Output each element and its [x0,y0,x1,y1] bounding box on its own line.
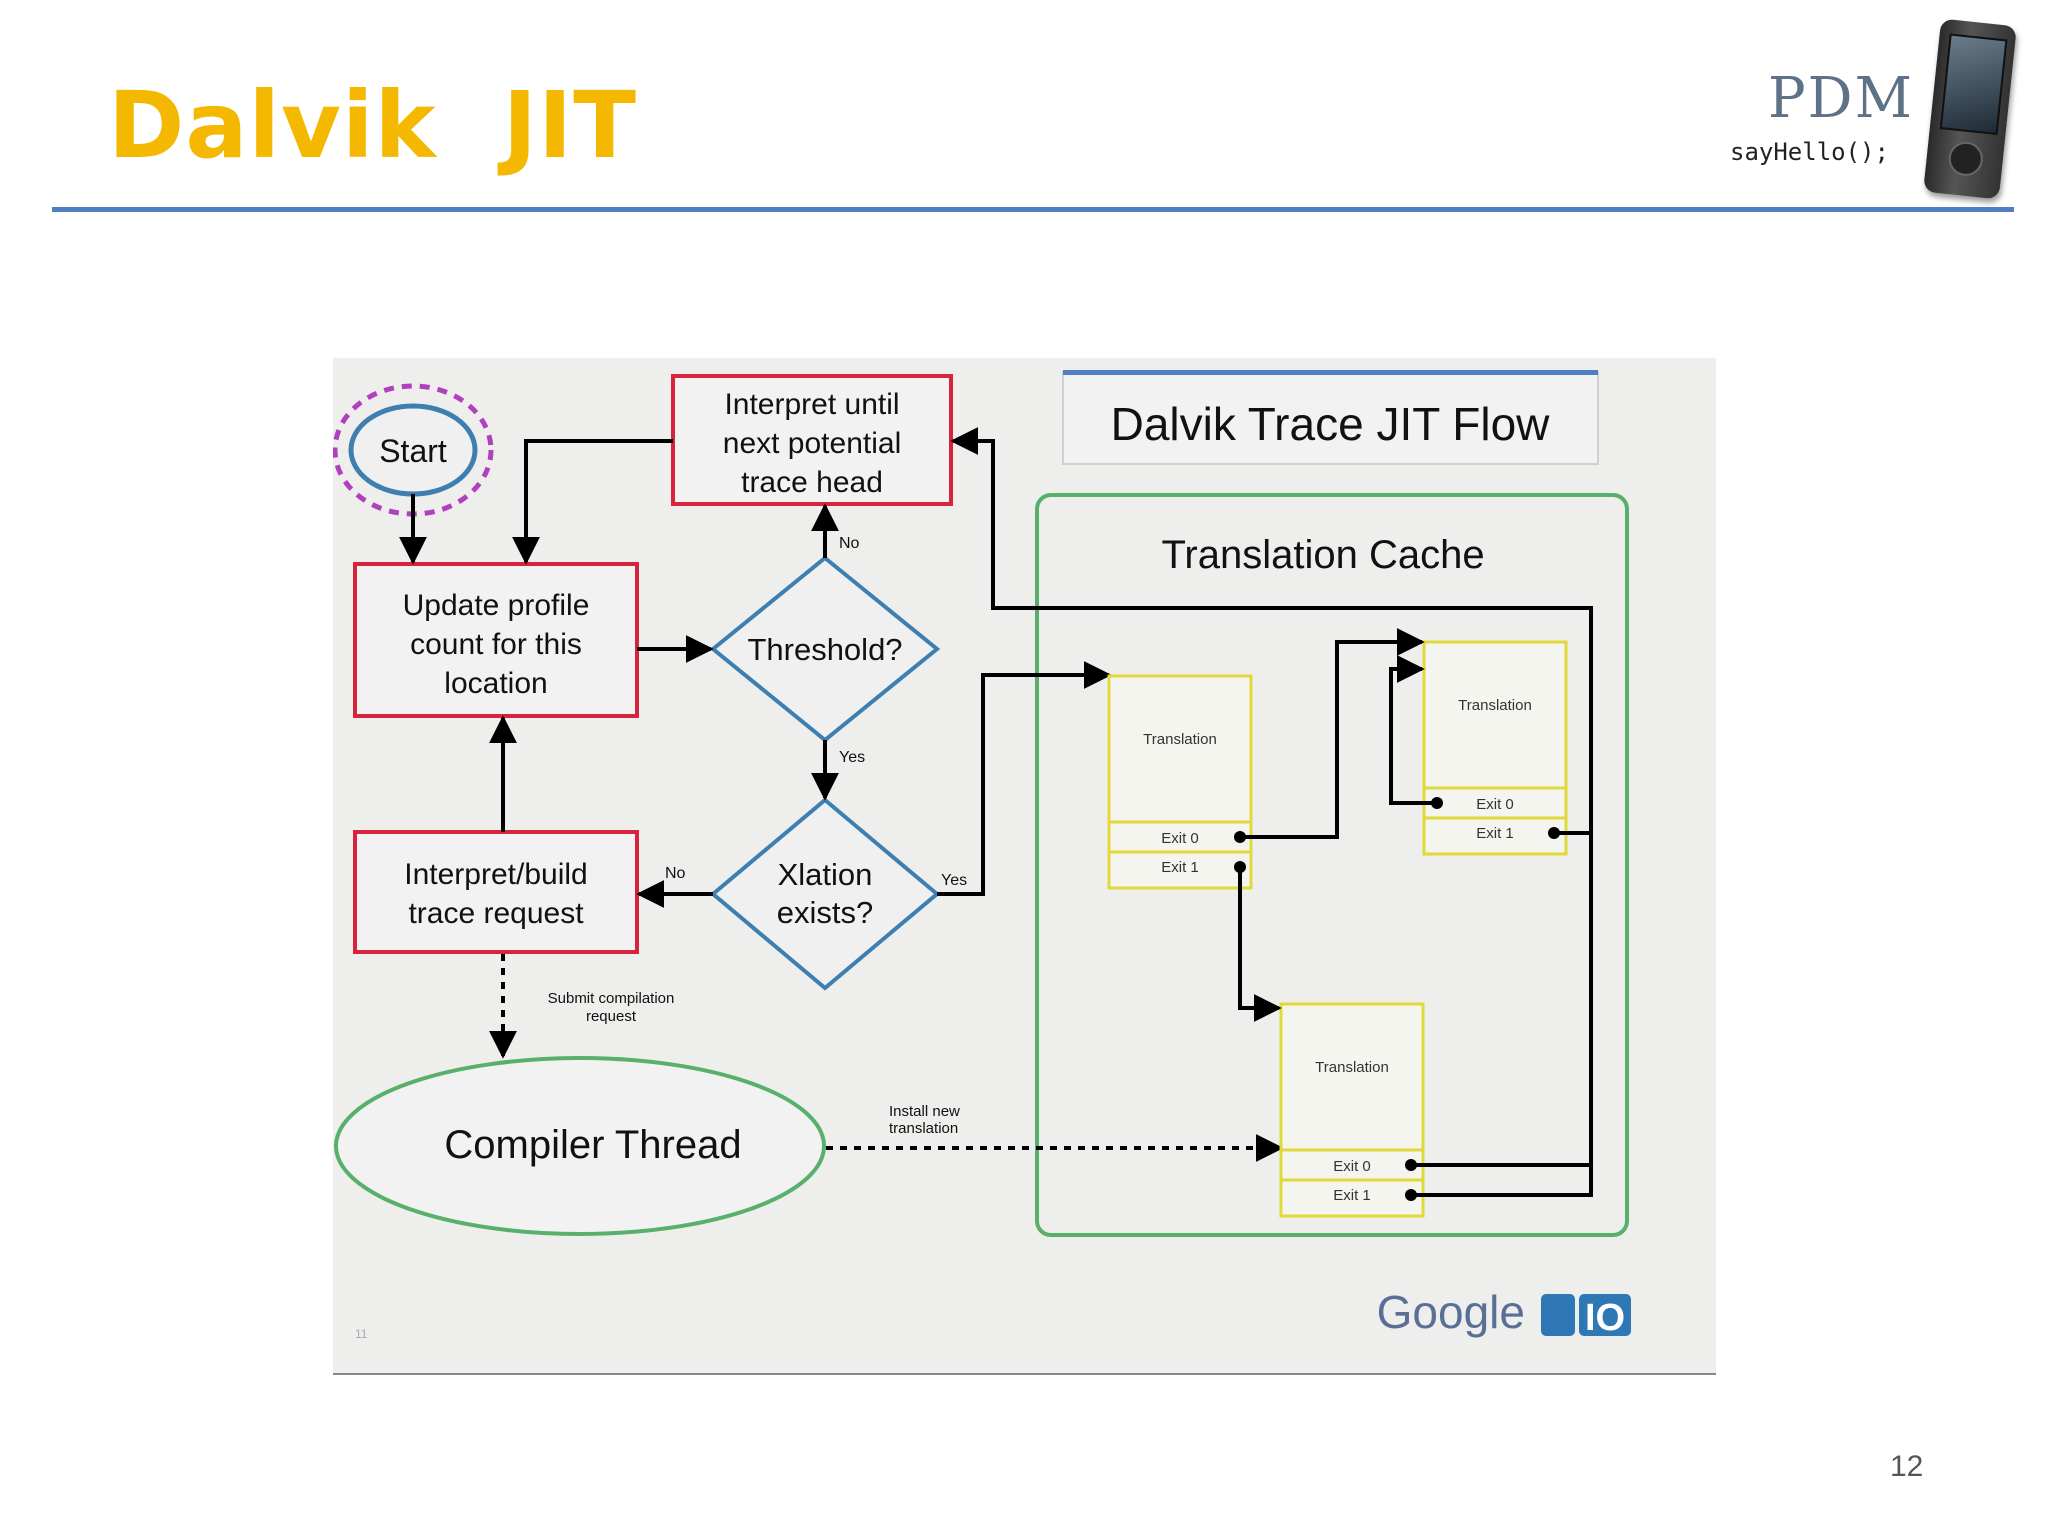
logo-brand: PDM [1768,66,1914,131]
translation-block-a [1107,674,1253,890]
wire-b-exit1-to-interpreter [950,427,1593,835]
edge-label-yes-threshold: Yes [839,749,865,766]
corner-mark: 11 [355,1327,368,1341]
submit-request-line2: request [586,1008,637,1025]
logo-tagline: sayHello(); [1730,138,1889,166]
jit-flow-diagram: Dalvik Trace JIT Flow Translation Cache … [332,370,1631,1341]
translation-c-exit0: Exit 0 [1333,1158,1371,1175]
diagram-title: Dalvik Trace JIT Flow [1111,398,1551,450]
slide-title: Dalvik JIT [108,72,637,179]
interpret-until-line2: next potential [723,427,901,460]
submit-request-line1: Submit compilation [548,990,675,1007]
translation-b-exit0: Exit 0 [1476,796,1514,813]
interpret-until-line3: trace head [741,466,883,499]
phone-screen [1939,33,2008,136]
translation-block-b [1422,640,1568,856]
diagram-title-bar [1063,370,1598,375]
update-profile-line2: count for this [410,628,582,661]
update-profile-line3: location [444,667,547,700]
install-translation-line1: Install new [889,1103,960,1120]
translation-cache-label: Translation Cache [1161,533,1484,577]
interpret-build-line2: trace request [408,897,584,930]
interpret-build-box [353,830,639,954]
translation-block-c [1279,1002,1425,1218]
footer-io-text: IO [1585,1297,1625,1339]
translation-a-exit1: Exit 1 [1161,859,1199,876]
footer-google-logo: Google [1377,1286,1525,1338]
interpret-build-line1: Interpret/build [404,858,587,891]
footer-io-badge [1579,1294,1631,1336]
translation-b-label: Translation [1458,697,1532,714]
update-profile-line1: Update profile [403,589,590,622]
edge-label-no-xlation: No [665,865,686,882]
phone-dpad [1947,140,1985,178]
translation-a-label: Translation [1143,731,1217,748]
wire-c-exit1 [1411,1165,1593,1197]
xlation-decision [709,797,941,991]
xlation-label-line1: Xlation [778,857,873,892]
threshold-label: Threshold? [747,632,902,667]
wire-c-exit0 [1411,833,1593,1167]
wire-b-exit0-loop [1389,655,1437,805]
compiler-thread-node [334,1056,826,1236]
update-profile-box [353,562,639,718]
edge-label-no-threshold: No [839,535,860,552]
edge-label-yes-xlation: Yes [941,872,967,889]
translation-cache-box [1035,493,1629,1237]
phone-icon [1923,18,2017,200]
arrow-xlation-yes [937,661,1112,896]
wire-a-exit1-to-c [1238,867,1282,1022]
footer-io-left [1541,1294,1575,1336]
translation-b-exit1: Exit 1 [1476,825,1514,842]
diagram-title-box [1062,371,1599,465]
title-divider [52,207,2014,212]
translation-a-exit0: Exit 0 [1161,830,1199,847]
compiler-thread-label: Compiler Thread [444,1123,741,1167]
page-number: 12 [1890,1450,1924,1483]
install-translation-line2: translation [889,1120,958,1137]
pdm-logo: PDM sayHello(); [1720,18,2040,208]
arrow-interpret-to-update [512,439,673,565]
translation-c-label: Translation [1315,1059,1389,1076]
wire-a-exit0-to-b [1240,628,1425,839]
jit-flow-figure: Dalvik Trace JIT Flow Translation Cache … [332,358,1716,1375]
xlation-label-line2: exists? [777,895,873,930]
interpret-until-line1: Interpret until [724,388,899,421]
start-label: Start [379,433,447,469]
translation-c-exit1: Exit 1 [1333,1187,1371,1204]
